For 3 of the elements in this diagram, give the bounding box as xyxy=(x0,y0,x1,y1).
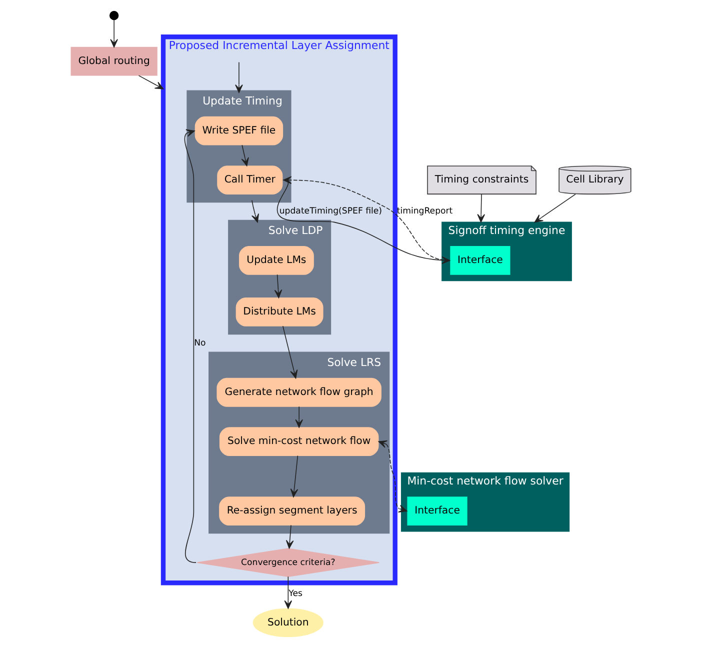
edge-label: Yes xyxy=(288,588,302,599)
edge-label: No xyxy=(194,338,206,348)
edge-label: updateTiming(SPEF file) xyxy=(278,206,382,216)
